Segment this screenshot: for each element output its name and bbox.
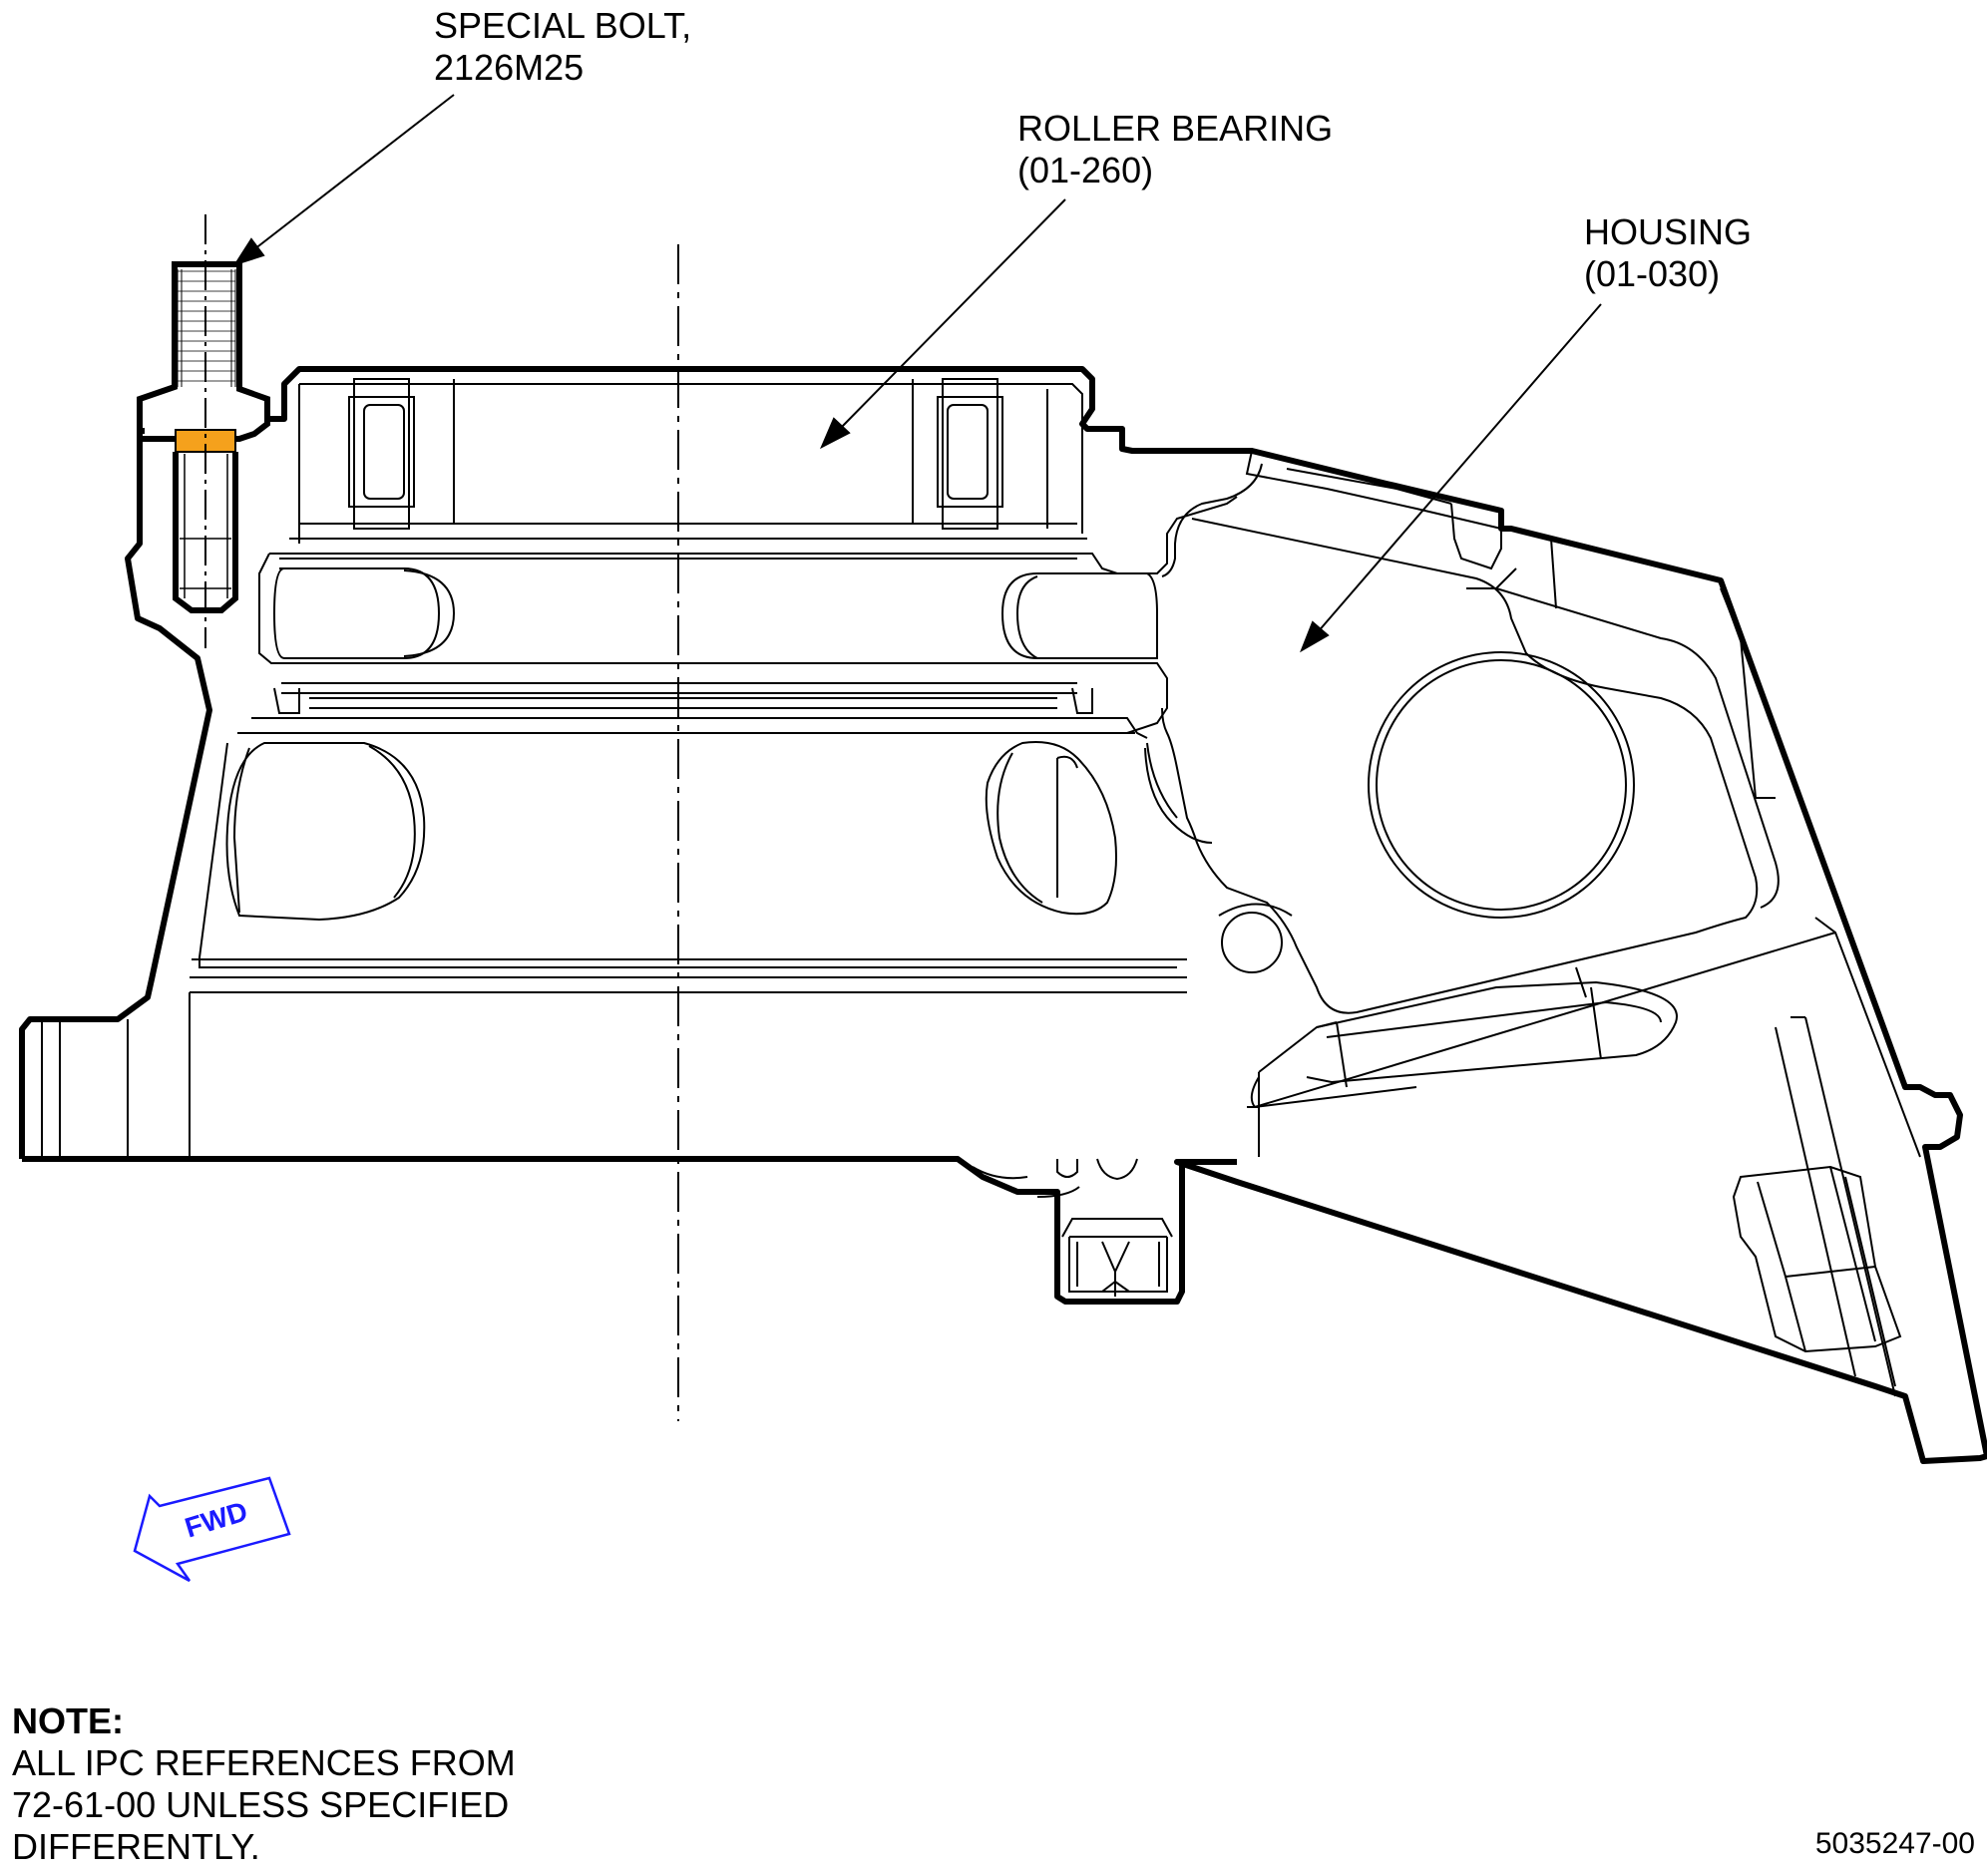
lug-bore-inner — [1376, 659, 1627, 911]
note-line2: 72-61-00 UNLESS SPECIFIED — [12, 1784, 510, 1825]
roller-bearing — [269, 378, 1238, 574]
drain-boss — [972, 1158, 1173, 1297]
figure-id: 5035247-00 — [1814, 1827, 1975, 1860]
housing-line2: (01-030) — [1584, 253, 1721, 294]
lower-right-mount — [1732, 1165, 1902, 1387]
housing-lug — [1144, 463, 1759, 1014]
special-bolt-label: SPECIAL BOLT, 2126M25 — [434, 5, 691, 89]
fwd-arrow — [133, 1476, 291, 1583]
note-line3: DIFFERENTLY. — [12, 1826, 260, 1867]
special-bolt-line2: 2126M25 — [434, 47, 585, 88]
special-bolt — [137, 261, 270, 613]
housing-label: HOUSING (01-030) — [1584, 211, 1752, 295]
special-bolt-line1: SPECIAL BOLT, — [434, 5, 692, 46]
lug-bore-outer — [1368, 651, 1635, 919]
roller-bearing-label: ROLLER BEARING (01-260) — [1017, 108, 1333, 191]
note-line1: ALL IPC REFERENCES FROM — [12, 1742, 516, 1783]
roller-bearing-line2: (01-260) — [1017, 150, 1154, 190]
roller-bearing-line1: ROLLER BEARING — [1017, 108, 1334, 149]
note-block: NOTE: ALL IPC REFERENCES FROM 72-61-00 U… — [12, 1700, 516, 1868]
leader-lines — [232, 94, 1602, 653]
note-title: NOTE: — [12, 1700, 124, 1741]
small-bore — [1221, 912, 1283, 973]
lower-pockets — [225, 741, 1117, 922]
housing-inner-detail — [41, 553, 1187, 1157]
housing-line1: HOUSING — [1584, 211, 1753, 252]
housing-outer-outline — [19, 366, 1987, 1464]
lower-strut — [1247, 932, 1836, 1157]
housing-upper-right — [1245, 450, 1921, 1397]
upper-slots — [272, 567, 1158, 659]
